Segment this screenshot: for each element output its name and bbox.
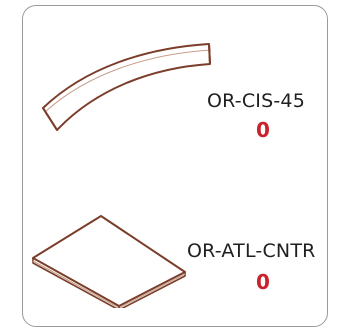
product-card: OR-CIS-45 0 OR-ATL-CNTR 0	[22, 5, 328, 327]
product-sku: OR-CIS-45	[207, 90, 306, 112]
product-item-or-cis-45[interactable]: OR-CIS-45 0	[23, 6, 327, 166]
curved-bench-icon	[42, 43, 212, 131]
product-quantity: 0	[256, 270, 270, 294]
product-item-or-atl-cntr[interactable]: OR-ATL-CNTR 0	[23, 166, 327, 326]
product-sku: OR-ATL-CNTR	[187, 240, 316, 262]
product-quantity: 0	[256, 118, 270, 142]
flat-panel-icon	[32, 215, 186, 308]
